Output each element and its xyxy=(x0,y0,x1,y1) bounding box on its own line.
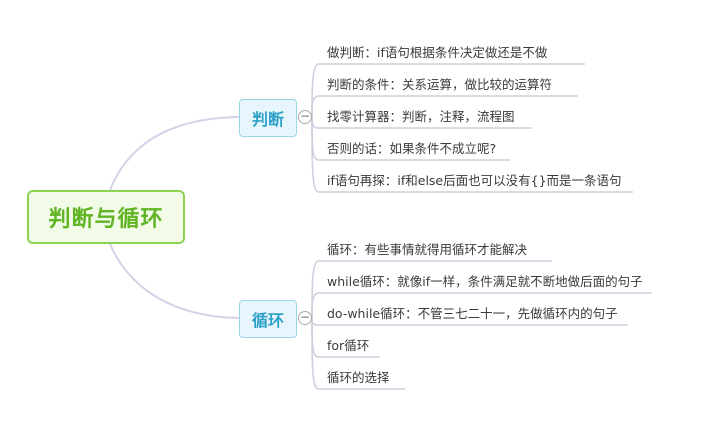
leaf-connector-loop-5 xyxy=(311,317,405,390)
collapse-icon-judgement[interactable]: − xyxy=(298,109,312,124)
leaf-loop-2[interactable]: while循环：就像if一样，条件满足就不断地做后面的句子 xyxy=(327,274,643,289)
leaf-judgement-4[interactable]: 否则的话：如果条件不成立呢? xyxy=(327,141,497,156)
leaf-loop-4[interactable]: for循环 xyxy=(327,338,370,353)
topic-node-judgement[interactable]: 判断 xyxy=(239,99,297,137)
collapse-icon-loop[interactable]: − xyxy=(298,310,312,325)
branch-connector-judgement xyxy=(109,116,240,191)
leaf-judgement-1[interactable]: 做判断：if语句根据条件决定做还是不做 xyxy=(327,45,548,60)
leaf-judgement-2[interactable]: 判断的条件：关系运算，做比较的运算符 xyxy=(327,77,553,92)
leaf-connector-judgement-5 xyxy=(311,116,633,193)
leaf-judgement-5[interactable]: if语句再探：if和else后面也可以没有{}而是一条语句 xyxy=(327,173,622,188)
leaf-connector-judgement-2 xyxy=(311,95,578,118)
leaf-connector-loop-2 xyxy=(311,292,652,319)
root-node[interactable]: 判断与循环 xyxy=(27,190,185,244)
leaf-loop-5[interactable]: 循环的选择 xyxy=(327,370,390,385)
leaf-judgement-3[interactable]: 找零计算器：判断，注释，流程图 xyxy=(327,109,515,124)
branch-connector-loop xyxy=(109,243,240,319)
leaf-loop-3[interactable]: do-while循环：不管三七二十一，先做循环内的句子 xyxy=(327,306,618,321)
topic-node-loop[interactable]: 循环 xyxy=(239,300,297,338)
leaf-loop-1[interactable]: 循环：有些事情就得用循环才能解决 xyxy=(327,242,528,257)
